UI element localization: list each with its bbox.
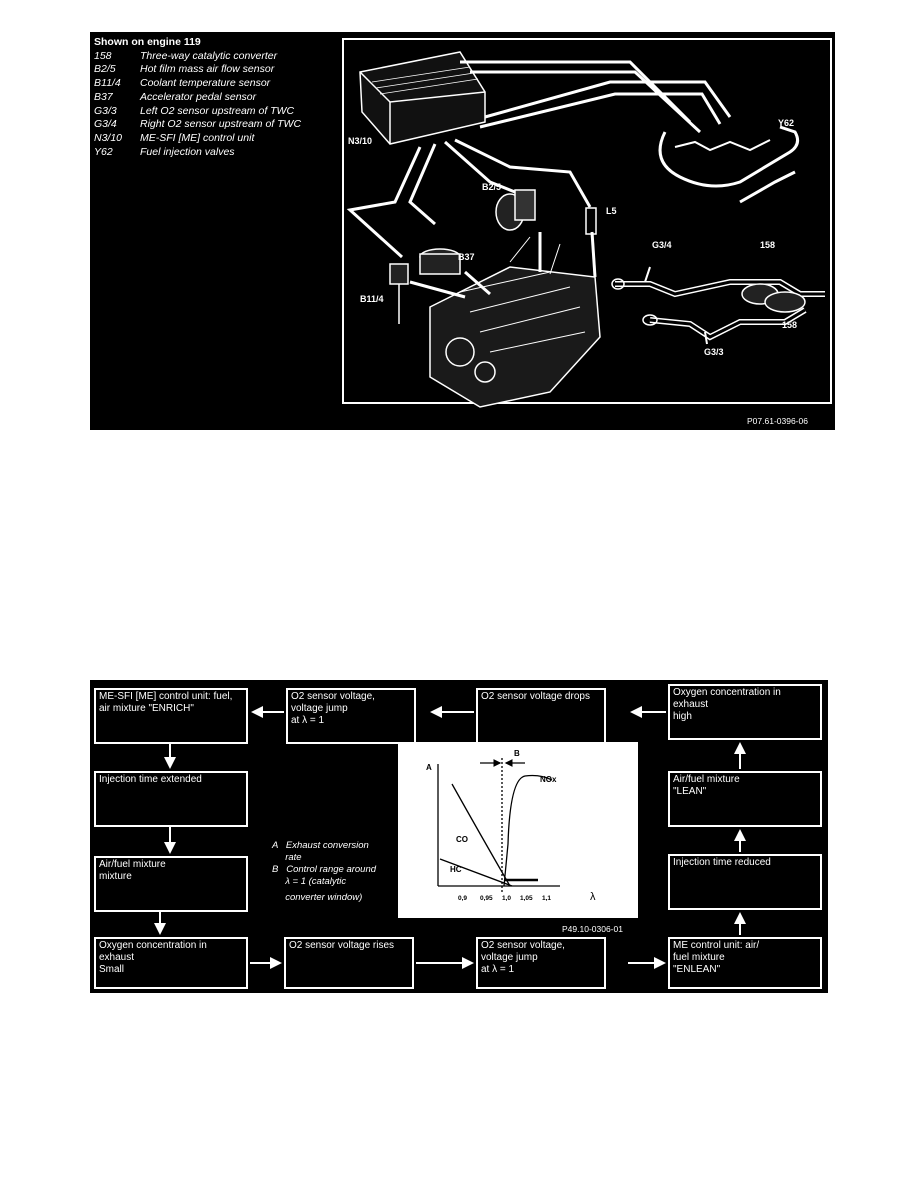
legend-title: Shown on engine 119 [94, 36, 201, 48]
label-b114: B11/4 [360, 294, 384, 304]
engine-illustration [346, 51, 825, 408]
figure-reference: P07.61-0396-06 [747, 416, 808, 426]
box-o2-voltage-rises: O2 sensor voltage rises [284, 937, 414, 989]
label-g33: G3/3 [704, 347, 724, 357]
label-b37: B37 [458, 252, 475, 262]
tick-label: 1,0 [502, 895, 511, 902]
graph-notes: A Exhaust conversion rate B Control rang… [272, 840, 377, 903]
label-b25: B2/5 [482, 182, 502, 192]
tick-label: 1,05 [520, 895, 533, 902]
conversion-rate-graph: A B λ CO HC NOx 0,9 0,95 1,0 1,05 1,1 [398, 742, 638, 918]
box-airfuel-mixture: Air/fuel mixture mixture [94, 856, 248, 912]
nox-label: NOx [540, 775, 557, 784]
box-me-enlean: ME control unit: air/ fuel mixture "ENLE… [668, 937, 822, 989]
lambda-control-loop-figure: ME-SFI [ME] control unit: fuel, air mixt… [90, 680, 828, 993]
conversion-graph-svg: A B λ CO HC NOx 0,9 0,95 1,0 1,05 1,1 [426, 749, 596, 903]
box-me-enrich: ME-SFI [ME] control unit: fuel, air mixt… [94, 688, 248, 744]
x-axis-label: λ [590, 891, 596, 903]
label-l5: L5 [606, 206, 617, 216]
figure-reference: P49.10-0306-01 [562, 924, 623, 934]
tick-label: 1,1 [542, 895, 551, 902]
box-o2-voltage-jump-bottom: O2 sensor voltage, voltage jump at λ = 1 [476, 937, 606, 989]
box-oxygen-small: Oxygen concentration in exhaust Small [94, 937, 248, 989]
hc-curve [439, 858, 513, 887]
box-injection-extended: Injection time extended [94, 771, 248, 827]
label-158-bottom: 158 [782, 320, 798, 330]
flow-arrows [154, 706, 746, 969]
illustration-frame [342, 38, 832, 404]
label-158-top: 158 [760, 240, 776, 250]
box-o2-voltage-jump-top: O2 sensor voltage, voltage jump at λ = 1 [286, 688, 416, 744]
box-airfuel-lean: Air/fuel mixture "LEAN" [668, 771, 822, 827]
y-axis-label: A [426, 763, 432, 772]
box-injection-reduced: Injection time reduced [668, 854, 822, 910]
nox-curve [503, 774, 553, 887]
b-label: B [514, 749, 520, 758]
label-g34: G3/4 [652, 240, 672, 250]
label-y62: Y62 [778, 118, 795, 128]
co-curve [451, 783, 511, 887]
box-oxygen-high: Oxygen concentration in exhaust high [668, 684, 822, 740]
co-label: CO [456, 835, 468, 844]
tick-label: 0,95 [480, 895, 493, 902]
label-n310: N3/10 [348, 136, 373, 146]
tick-label: 0,9 [458, 895, 467, 902]
hc-label: HC [450, 865, 462, 874]
